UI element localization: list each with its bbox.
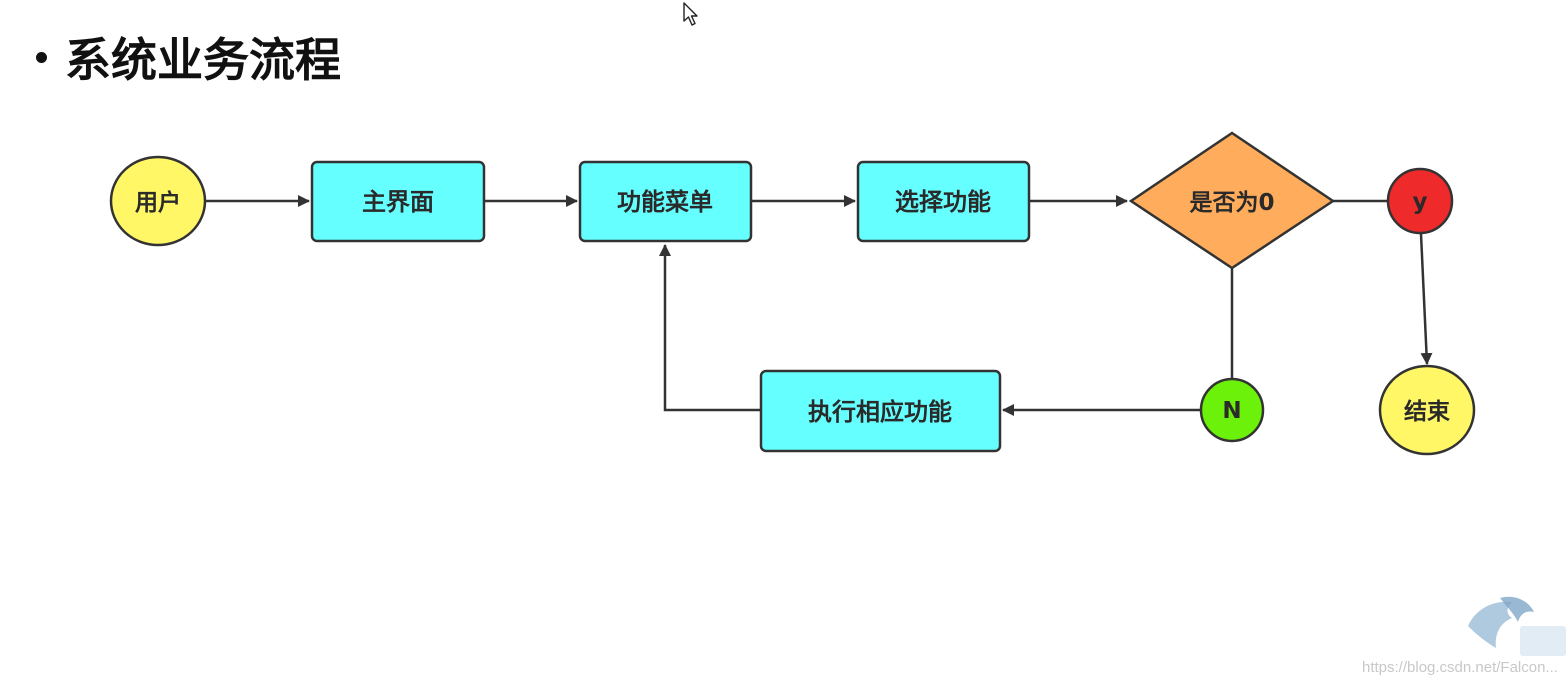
edge-execute-menu — [659, 244, 761, 412]
node-decision-label: 是否为0 — [1189, 190, 1274, 216]
node-menu: 功能菜单 — [578, 160, 753, 243]
node-main: 主界面 — [310, 160, 486, 243]
node-user-label: 用户 — [135, 189, 181, 216]
node-execute-label: 执行相应功能 — [808, 398, 952, 426]
node-select-label: 选择功能 — [895, 188, 991, 216]
node-user: 用户 — [109, 155, 207, 247]
node-yes-label: y — [1413, 189, 1428, 215]
node-main-label: 主界面 — [362, 188, 434, 216]
node-end: 结束 — [1378, 364, 1476, 456]
node-select: 选择功能 — [856, 160, 1031, 243]
watermark-url: https://blog.csdn.net/Falcon... — [1362, 659, 1558, 676]
node-yes: y — [1386, 167, 1454, 235]
bullet-icon — [36, 51, 47, 63]
slide-title: 系统业务流程 — [36, 24, 341, 90]
mouse-cursor-icon — [683, 2, 698, 26]
node-end-label: 结束 — [1404, 399, 1451, 425]
title-text: 系统业务流程 — [65, 33, 341, 87]
node-decision: 是否为0 — [1128, 131, 1336, 270]
node-execute: 执行相应功能 — [759, 369, 1002, 453]
edge-yes-end — [1419, 233, 1433, 365]
node-no-label: N — [1222, 398, 1241, 424]
node-menu-label: 功能菜单 — [617, 188, 713, 216]
node-no: N — [1199, 377, 1265, 443]
watermark-logo-icon — [1468, 596, 1566, 656]
